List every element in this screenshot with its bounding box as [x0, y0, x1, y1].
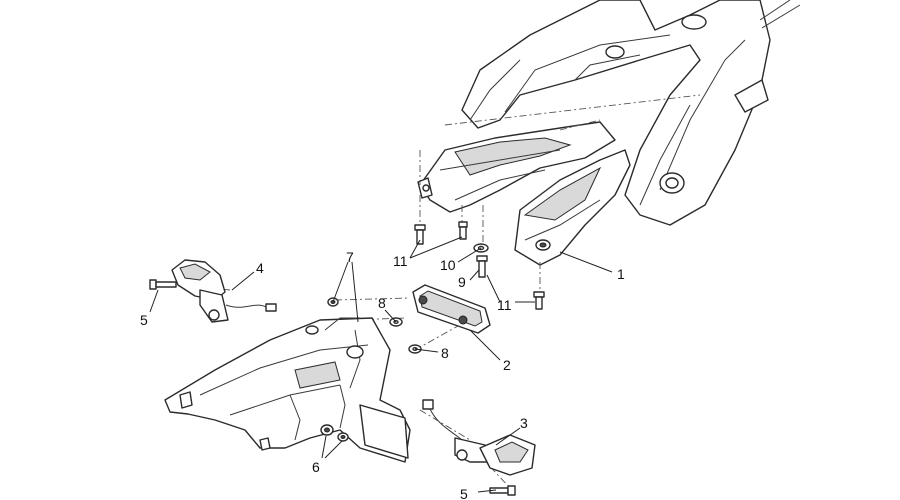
callout-4: 4 — [256, 260, 264, 276]
callout-9: 9 — [458, 274, 466, 290]
tail-light-housing — [417, 121, 616, 213]
callout-6: 6 — [312, 459, 320, 475]
callout-8-lower: 8 — [441, 345, 449, 361]
screw-9 — [476, 255, 488, 278]
license-plate-light — [412, 284, 491, 334]
callout-5-right: 5 — [460, 486, 468, 500]
callout-labels: 1 2 3 4 5 5 6 7 8 8 9 10 11 11 — [140, 249, 625, 500]
callout-11-right: 11 — [497, 297, 512, 313]
screw-11-right — [533, 291, 545, 310]
nut-6-left — [320, 424, 334, 436]
rear-fender — [164, 317, 411, 463]
callout-2: 2 — [503, 357, 511, 373]
nut-6-right — [337, 432, 349, 442]
callout-3: 3 — [520, 415, 528, 431]
callout-1: 1 — [617, 266, 625, 282]
rear-subframe — [461, 0, 801, 226]
callout-10: 10 — [440, 257, 456, 273]
tail-cover — [514, 149, 631, 266]
screw-11-mid — [458, 221, 468, 240]
screw-11-left — [414, 224, 426, 245]
callout-leaders — [149, 236, 613, 493]
callout-5-left: 5 — [140, 312, 148, 328]
callout-7: 7 — [346, 249, 354, 265]
left-turn-signal — [171, 259, 277, 323]
right-turn-signal — [422, 399, 536, 476]
callout-11-left: 11 — [393, 253, 408, 269]
screw-5-left — [149, 279, 177, 290]
callout-8-upper: 8 — [378, 295, 386, 311]
